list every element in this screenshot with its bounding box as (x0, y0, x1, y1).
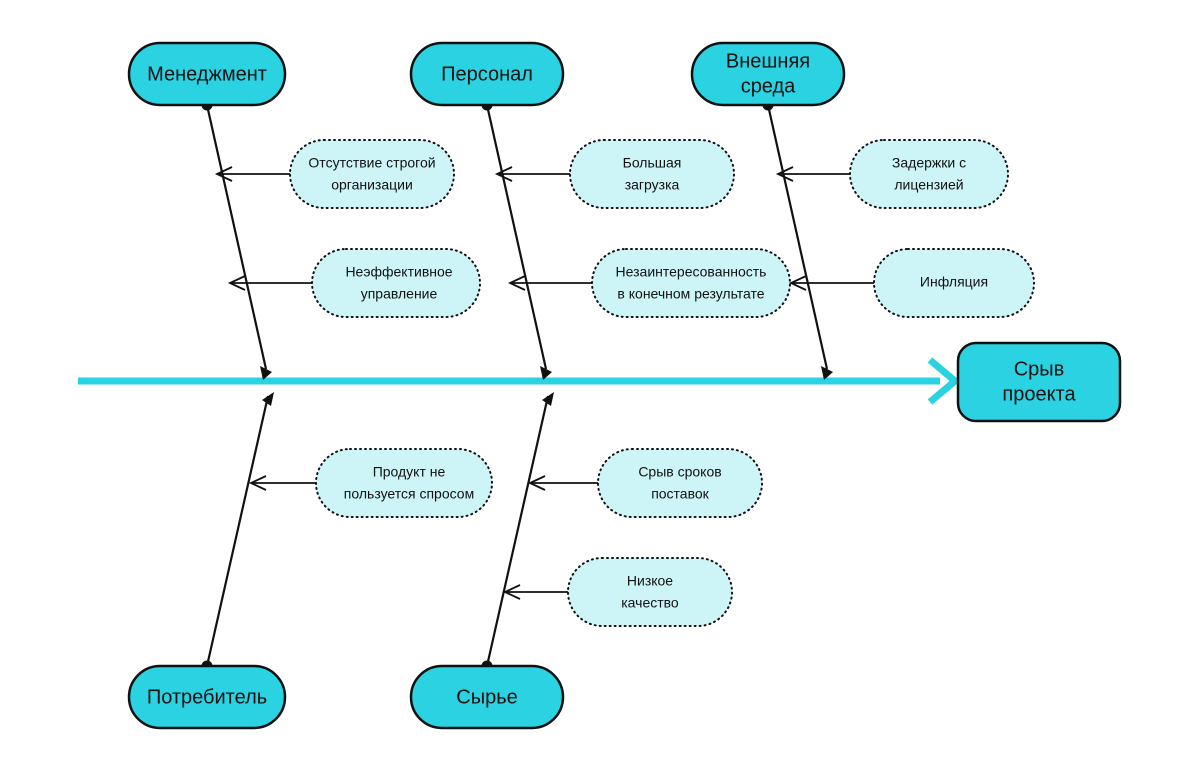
cause-label-management-2-line2: управление (361, 286, 438, 302)
cause-box-consumer-1[interactable] (315, 448, 493, 518)
spine-arrowhead-icon (927, 357, 961, 405)
cause-node-personnel-1[interactable]: Большая загрузка (494, 139, 735, 209)
cause-box-raw-materials-1[interactable] (597, 448, 763, 518)
cause-label-management-1-line2: организации (331, 177, 413, 193)
twig-arrowhead-management-2-icon (227, 275, 246, 291)
rib-line-personnel (485, 104, 548, 370)
cause-label-consumer-1-line2: пользуется спросом (344, 486, 474, 502)
category-pill-external-environment[interactable] (690, 41, 846, 107)
rib-arrowhead-management-icon (260, 366, 272, 380)
cause-label-personnel-2-line2: в конечном результате (617, 286, 764, 302)
category-label-management: Менеджмент (147, 63, 267, 85)
category-management[interactable]: Менеджмент Отсутствие строгой организаци… (127, 41, 481, 380)
cause-label-raw-materials-2-line2: качество (621, 595, 679, 611)
cause-node-raw-materials-1[interactable]: Срыв сроков поставок (527, 448, 763, 518)
cause-label-personnel-2-line1: Незаинтересованность (616, 264, 767, 280)
category-external-environment[interactable]: Внешняя среда Задержки с лицензией Инфля… (690, 41, 1035, 380)
rib-line-external-environment (766, 104, 829, 370)
effect-node[interactable]: Срыв проекта (956, 341, 1122, 423)
cause-label-external-environment-1-line1: Задержки с (892, 155, 966, 171)
cause-node-raw-materials-2[interactable]: Низкое качество (502, 557, 733, 627)
twig-arrowhead-raw-materials-1-icon (527, 475, 546, 491)
rib-arrowhead-raw-materials-icon (542, 392, 554, 406)
category-label-consumer: Потребитель (147, 686, 267, 708)
cause-label-raw-materials-2-line1: Низкое (627, 573, 673, 589)
cause-label-personnel-1-line1: Большая (623, 155, 682, 171)
category-label-personnel: Персонал (441, 63, 533, 85)
spine-group (78, 357, 961, 405)
category-pill-consumer[interactable] (127, 664, 287, 730)
rib-arrowhead-external-environment-icon (821, 366, 833, 380)
rib-line-raw-materials (485, 395, 550, 667)
category-personnel[interactable]: Персонал Большая загрузка Незаинтересова… (409, 41, 791, 380)
cause-label-personnel-1-line2: загрузка (625, 177, 680, 193)
cause-label-management-2-line1: Неэффективное (345, 264, 452, 280)
cause-label-management-1-line1: Отсутствие строгой (308, 155, 435, 171)
effect-label-line2: проекта (1002, 383, 1076, 405)
cause-box-raw-materials-2[interactable] (567, 557, 733, 627)
cause-label-consumer-1-line1: Продукт не (373, 464, 446, 480)
cause-box-personnel-1[interactable] (569, 139, 735, 209)
cause-box-personnel-2[interactable] (591, 248, 791, 318)
category-label-external-environment-line1: Внешняя (726, 50, 810, 72)
cause-box-external-environment-2[interactable] (873, 248, 1035, 318)
twig-arrowhead-personnel-2-icon (507, 275, 526, 291)
cause-node-external-environment-1[interactable]: Задержки с лицензией (775, 139, 1009, 209)
category-pill-personnel[interactable] (409, 41, 565, 107)
twig-arrowhead-consumer-1-icon (248, 475, 267, 491)
rib-arrowhead-consumer-icon (262, 392, 274, 406)
cause-node-personnel-2[interactable]: Незаинтересованность в конечном результа… (507, 248, 791, 318)
category-label-raw-materials: Сырье (456, 686, 517, 708)
cause-node-management-2[interactable]: Неэффективное управление (227, 248, 481, 318)
category-label-external-environment-line2: среда (741, 75, 796, 97)
rib-line-consumer (205, 395, 270, 667)
cause-box-management-1[interactable] (289, 139, 455, 209)
rib-arrowhead-personnel-icon (540, 366, 552, 380)
cause-label-external-environment-1-line2: лицензией (894, 177, 963, 193)
cause-label-external-environment-2-line1: Инфляция (920, 274, 988, 290)
twig-arrowhead-personnel-1-icon (494, 166, 513, 182)
category-pill-management[interactable] (127, 41, 287, 107)
twig-arrowhead-raw-materials-2-icon (502, 584, 521, 600)
effect-label-line1: Срыв (1014, 358, 1065, 380)
effect-box[interactable] (956, 341, 1122, 423)
cause-node-consumer-1[interactable]: Продукт не пользуется спросом (248, 448, 493, 518)
cause-box-external-environment-1[interactable] (849, 139, 1009, 209)
twig-arrowhead-management-1-icon (214, 166, 233, 182)
cause-box-management-2[interactable] (311, 248, 481, 318)
rib-line-management (205, 104, 268, 370)
category-raw-materials[interactable]: Сырье Срыв сроков поставок Низкое качест… (409, 392, 763, 730)
twig-arrowhead-external-environment-1-icon (775, 166, 794, 182)
category-pill-raw-materials[interactable] (409, 664, 565, 730)
cause-label-raw-materials-1-line1: Срыв сроков (638, 464, 721, 480)
twig-arrowhead-external-environment-2-icon (788, 275, 807, 291)
category-consumer[interactable]: Потребитель Продукт не пользуется спросо… (127, 392, 493, 730)
cause-node-external-environment-2[interactable]: Инфляция (788, 248, 1035, 318)
cause-label-raw-materials-1-line2: поставок (651, 486, 709, 502)
cause-node-management-1[interactable]: Отсутствие строгой организации (214, 139, 455, 209)
